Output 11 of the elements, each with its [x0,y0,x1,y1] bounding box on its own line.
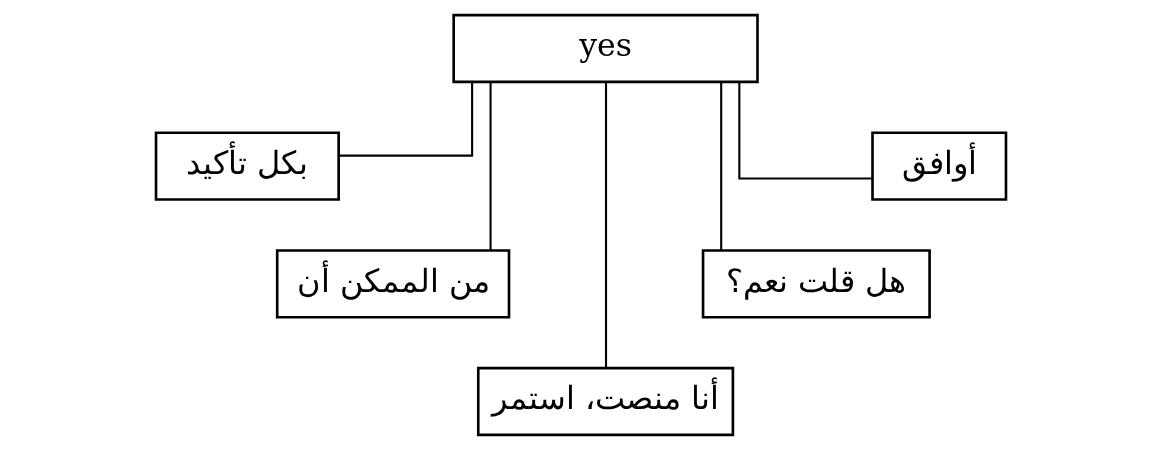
node-box: من الممكن أن [275,249,510,319]
connector [338,82,473,157]
node-box: بكل تأكيد [154,131,340,201]
node-box: أنا منصت، استمر [476,366,734,437]
connector [719,82,722,251]
connector [604,82,607,368]
connector [489,82,492,251]
node-box: yes [451,13,759,84]
node-box: أوافق [870,131,1007,201]
connector [737,82,872,180]
node-box: هل قلت نعم؟ [701,249,931,319]
